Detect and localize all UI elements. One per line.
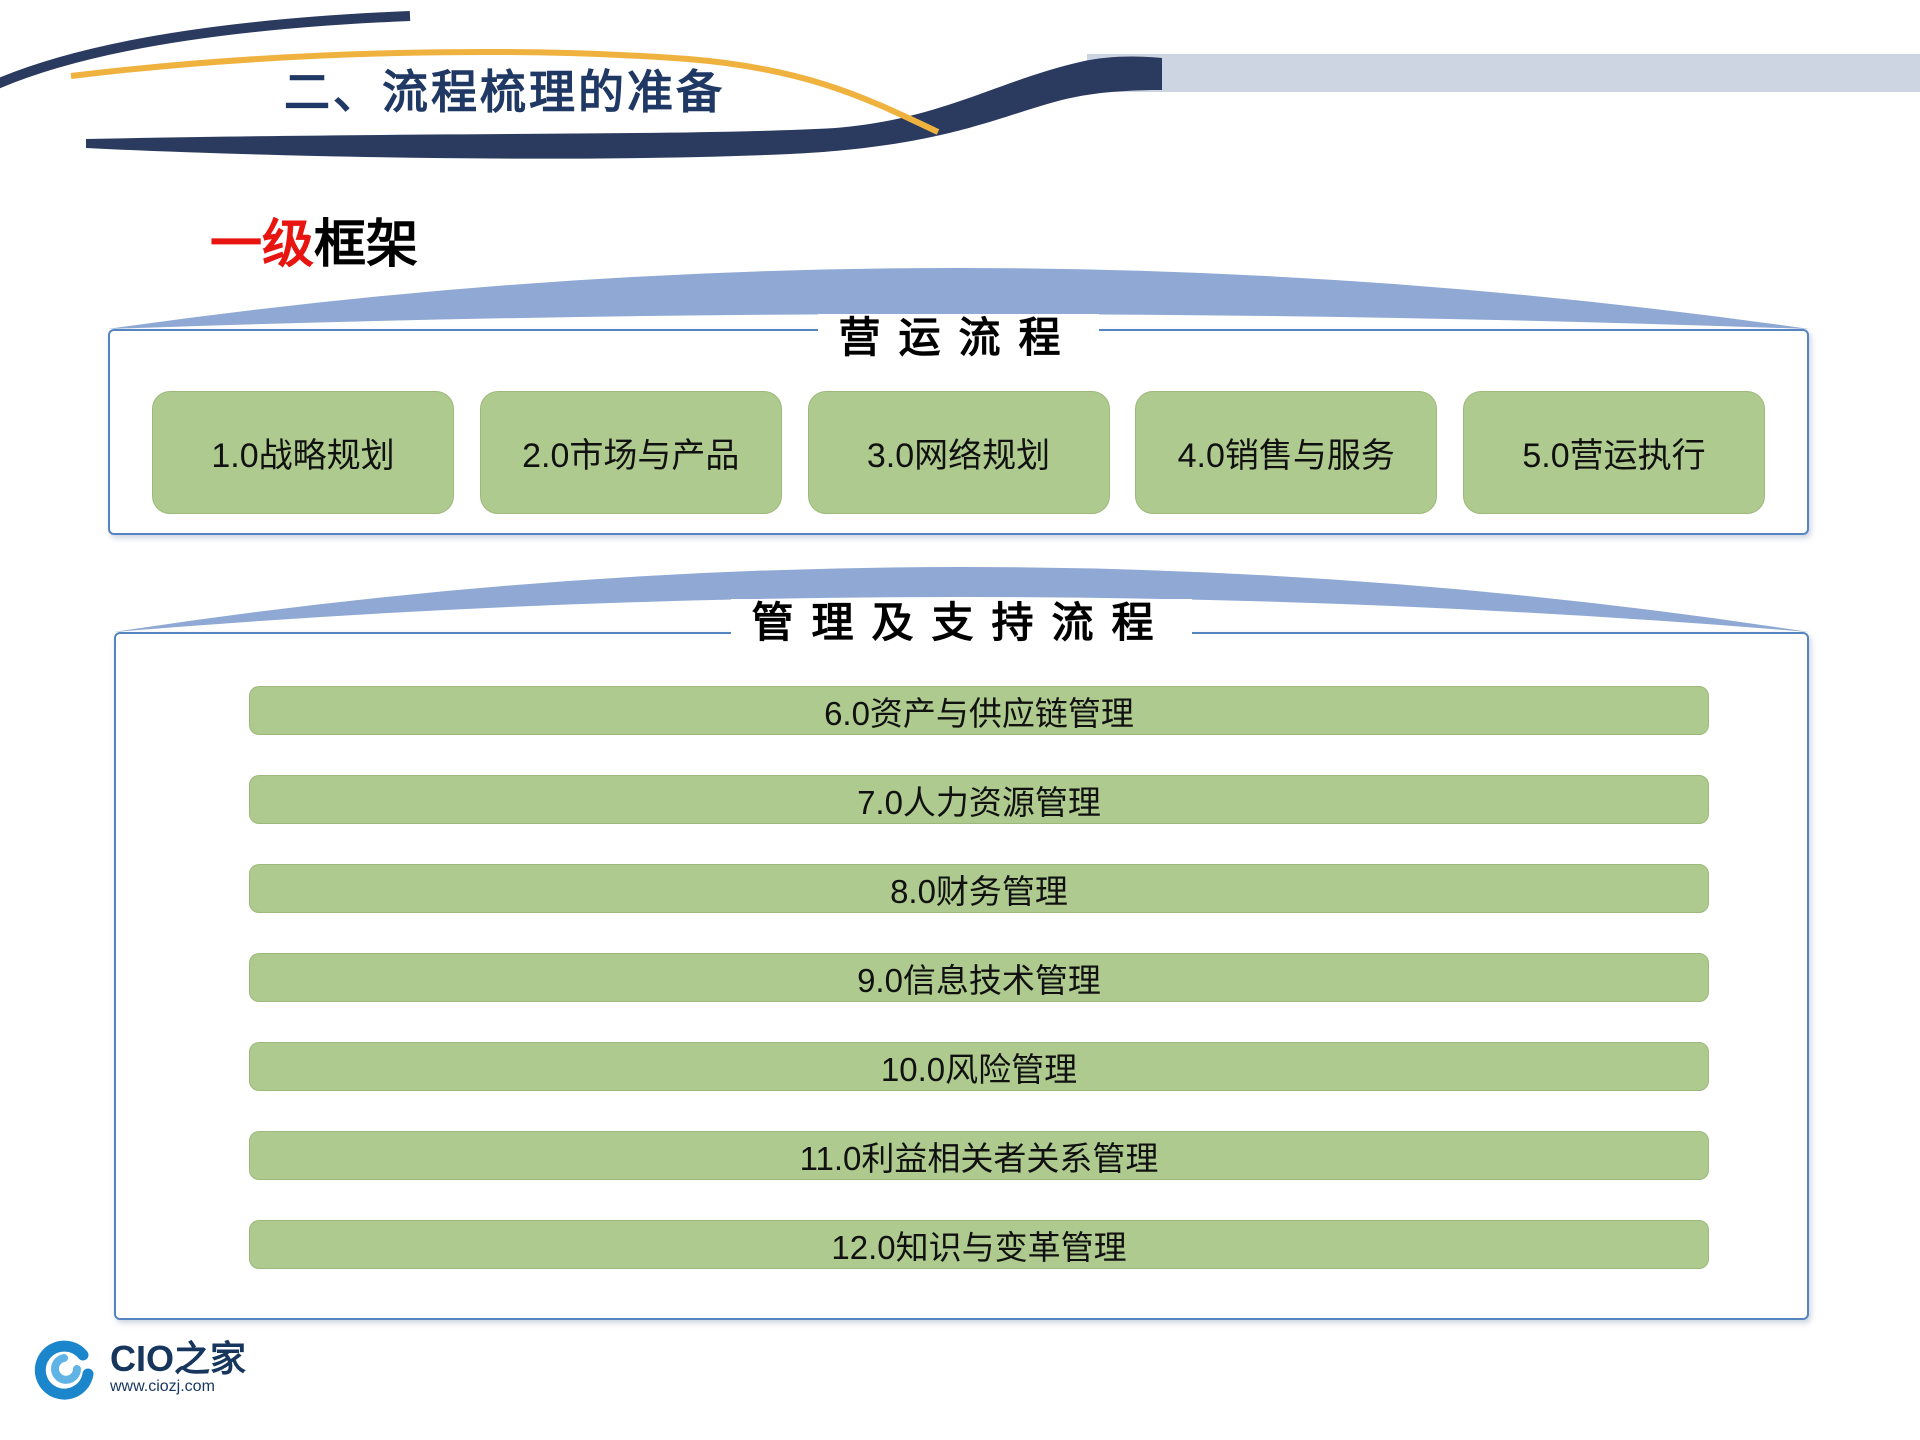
support-bar-7: 7.0人力资源管理 xyxy=(249,775,1709,824)
support-bar-9: 9.0信息技术管理 xyxy=(249,953,1709,1002)
operations-title: 营运流程 xyxy=(108,312,1809,364)
footer-brand-text: CIO之家 www.ciozj.com xyxy=(110,1340,246,1396)
support-bar-11: 11.0利益相关者关系管理 xyxy=(249,1131,1709,1180)
process-box-2: 2.0市场与产品 xyxy=(479,391,782,514)
section-label-black: 框架 xyxy=(314,216,419,274)
support-bar-10: 10.0风险管理 xyxy=(249,1042,1709,1091)
section-label-red: 一级 xyxy=(210,216,315,274)
process-box-4: 4.0销售与服务 xyxy=(1135,391,1438,514)
footer-brand: CIO之家 www.ciozj.com xyxy=(34,1336,246,1400)
brand-name: CIO之家 xyxy=(110,1338,247,1380)
support-panel: 6.0资产与供应链管理 7.0人力资源管理 8.0财务管理 9.0信息技术管理 … xyxy=(114,632,1809,1320)
support-title: 管理及支持流程 xyxy=(114,597,1809,649)
support-bars: 6.0资产与供应链管理 7.0人力资源管理 8.0财务管理 9.0信息技术管理 … xyxy=(249,686,1709,1269)
cio-logo-icon xyxy=(34,1340,94,1400)
operations-panel: 1.0战略规划 2.0市场与产品 3.0网络规划 4.0销售与服务 5.0营运执… xyxy=(108,329,1809,535)
process-box-1: 1.0战略规划 xyxy=(152,391,454,514)
process-box-5: 5.0营运执行 xyxy=(1463,391,1765,514)
operations-items-row: 1.0战略规划 2.0市场与产品 3.0网络规划 4.0销售与服务 5.0营运执… xyxy=(152,391,1765,514)
support-bar-12: 12.0知识与变革管理 xyxy=(249,1220,1709,1269)
page-title: 二、流程梳理的准备 xyxy=(284,66,725,118)
brand-url: www.ciozj.com xyxy=(110,1377,215,1395)
operations-dome-arc xyxy=(108,268,1809,329)
support-bar-6: 6.0资产与供应链管理 xyxy=(249,686,1709,735)
support-bar-8: 8.0财务管理 xyxy=(249,864,1709,913)
support-dome-arc xyxy=(114,567,1809,632)
header-swoosh-decoration xyxy=(0,11,1920,159)
process-box-3: 3.0网络规划 xyxy=(807,391,1110,514)
section-label: 一级框架 xyxy=(210,202,418,277)
